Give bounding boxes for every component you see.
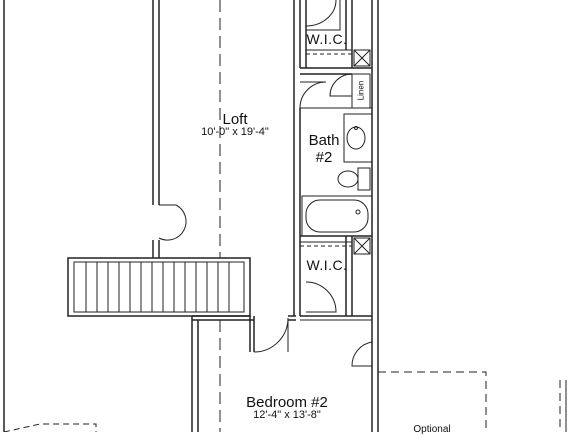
- loft-label: Loft: [222, 111, 248, 128]
- optional-area: [378, 371, 487, 432]
- optional-label: Optional: [413, 424, 451, 435]
- bath2-name: Bath: [308, 132, 340, 149]
- linen-label: Linen: [356, 80, 366, 101]
- loft-east-door-swing: [299, 81, 327, 109]
- wic-bottom-label: W.I.C.: [306, 257, 348, 273]
- bedroom2-dimensions: 12'-4" x 13'-8": [253, 409, 321, 421]
- sink-icon: [346, 126, 366, 150]
- bath2-label: Bath #2: [304, 132, 344, 166]
- stair: [67, 257, 251, 317]
- stair-treads: [85, 262, 230, 312]
- toilet-tank: [357, 167, 371, 191]
- bath2-number: #2: [315, 149, 333, 166]
- bedroom-east-door-swing: [351, 341, 373, 367]
- toilet-icon: [337, 170, 359, 188]
- loft-dimensions: 10'-0" x 19'-4": [201, 126, 269, 138]
- hvac-box-bottom: [353, 237, 371, 255]
- loft-door-swing: [158, 204, 187, 241]
- wic-top-label: W.I.C.: [306, 31, 348, 47]
- bedroom2-label: Bedroom #2: [246, 394, 328, 411]
- bedroom-door-swing: [253, 317, 289, 353]
- hvac-box-top: [353, 49, 371, 67]
- vanity: [343, 113, 373, 163]
- wic-bottom-door-swing: [305, 281, 337, 313]
